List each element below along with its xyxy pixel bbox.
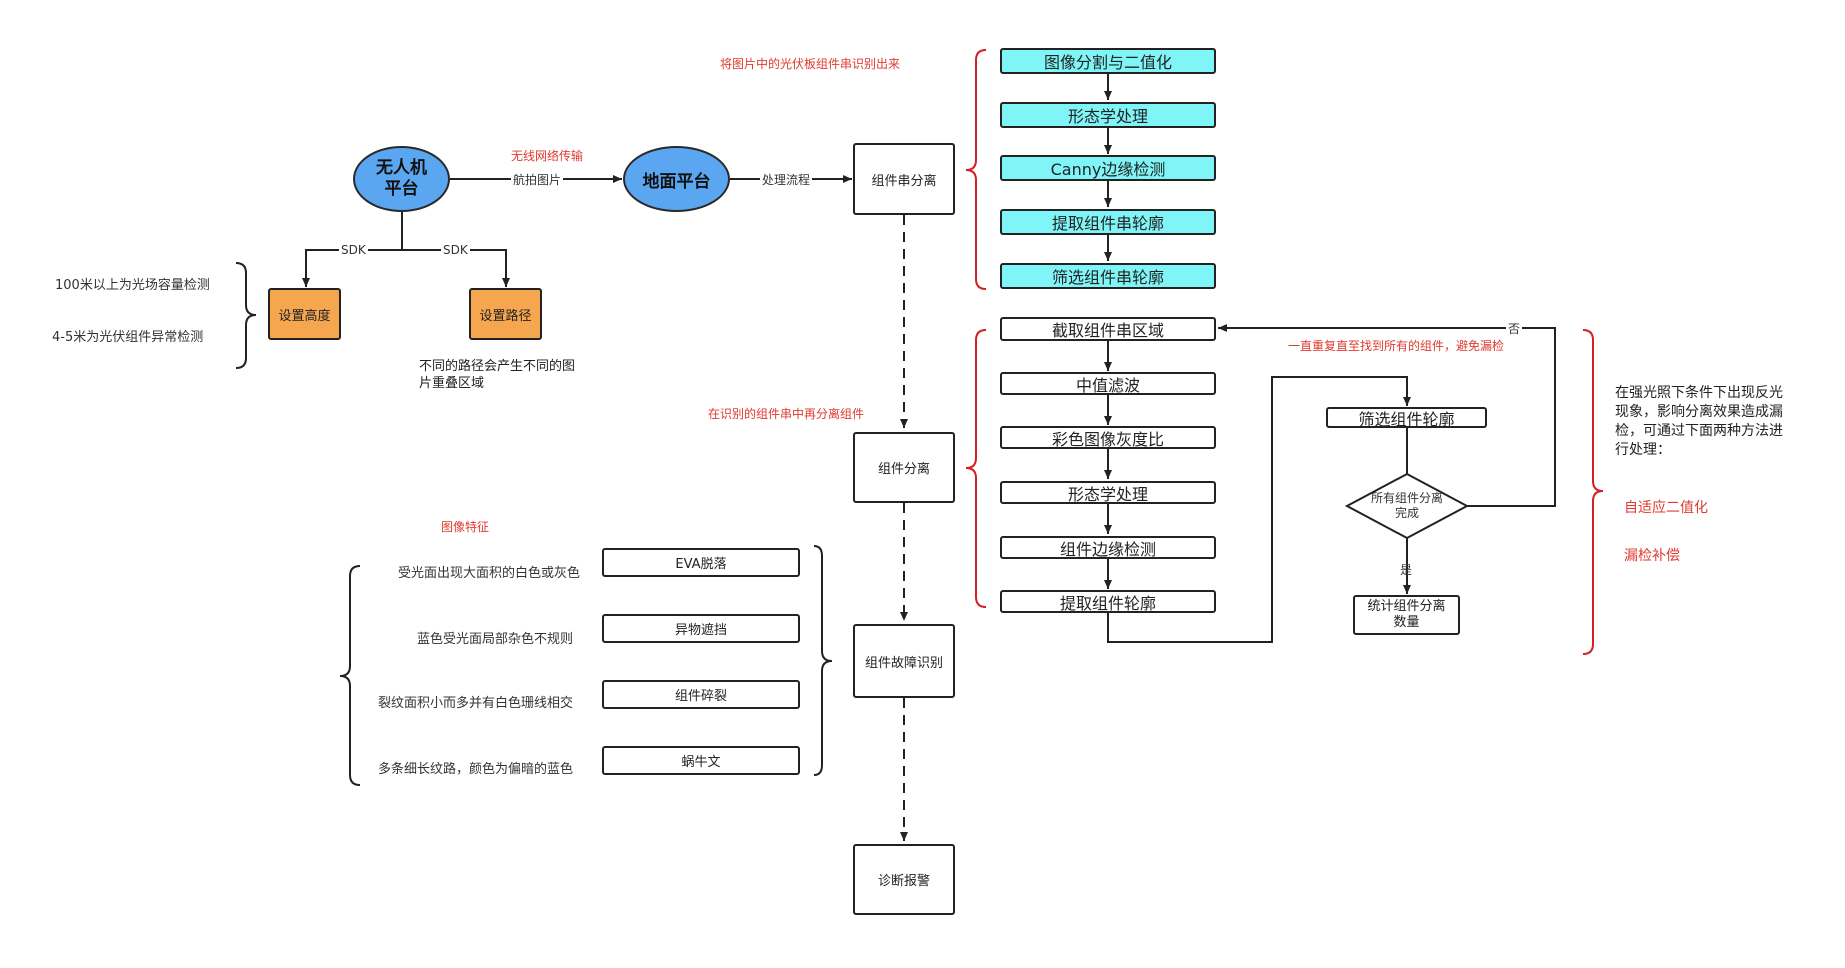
fault-desc-3: 裂纹面积小而多并有白色珊线相交 <box>377 696 573 711</box>
wireless-label: 无线网络传输 <box>511 149 584 163</box>
count-box: 统计组件分离 数量 <box>1353 595 1460 635</box>
fault-name-3: 组件碎裂 <box>602 680 800 709</box>
module-step-5: 组件边缘检测 <box>1000 536 1216 559</box>
adaptive-binarization: 自适应二值化 <box>1624 500 1708 516</box>
ground-platform: 地面平台 <box>623 146 730 212</box>
string-step-5: 筛选组件串轮廓 <box>1000 263 1216 289</box>
brace-faults-right <box>813 545 833 776</box>
module-step-4: 形态学处理 <box>1000 481 1216 504</box>
fault-identification-box: 组件故障识别 <box>853 624 955 698</box>
process-flow-label: 处理流程 <box>760 171 813 188</box>
string-caption: 将图片中的光伏板组件串识别出来 <box>720 57 901 71</box>
module-step-1: 截取组件串区域 <box>1000 317 1216 341</box>
module-step-2: 中值滤波 <box>1000 372 1216 395</box>
fault-desc-4: 多条细长纹路，颜色为偏暗的蓝色 <box>377 762 573 777</box>
fault-desc-1: 受光面出现大面积的白色或灰色 <box>397 566 580 581</box>
edge-sdk-path <box>402 249 510 287</box>
no-label: 否 <box>1506 320 1523 337</box>
module-step-6: 提取组件轮廓 <box>1000 590 1216 613</box>
brace-faults-left <box>339 565 361 786</box>
brace-string-steps <box>965 49 987 290</box>
image-features-title: 图像特征 <box>441 520 490 534</box>
module-separation-box: 组件分离 <box>853 432 955 503</box>
module-step-3: 彩色图像灰度比 <box>1000 426 1216 449</box>
diagnosis-alarm-box: 诊断报警 <box>853 844 955 915</box>
reflection-note: 在强光照下条件下出现反光现象，影响分离效果造成漏检，可通过下面两种方法进行处理： <box>1615 385 1783 458</box>
string-step-4: 提取组件串轮廓 <box>1000 209 1216 235</box>
set-height-box: 设置高度 <box>268 288 341 340</box>
edge-sdk-height <box>302 249 402 287</box>
height-note-45: 4-5米为光伏组件异常检测 <box>52 330 204 345</box>
edge-decision-no <box>1218 324 1556 507</box>
string-separation-box: 组件串分离 <box>853 143 955 215</box>
fault-name-4: 蜗牛文 <box>602 746 800 775</box>
yes-label: 是 <box>1400 563 1413 577</box>
edge-contour-filter <box>1107 376 1411 643</box>
fault-name-2: 异物遮挡 <box>602 614 800 643</box>
sdk-left-label: SDK <box>339 243 368 257</box>
brace-reflection <box>1582 329 1604 655</box>
fault-name-1: EVA脱落 <box>602 548 800 577</box>
string-step-1: 图像分割与二值化 <box>1000 48 1216 74</box>
fault-desc-2: 蓝色受光面局部杂色不规则 <box>416 632 573 647</box>
decision-diamond <box>1344 472 1470 540</box>
module-caption: 在识别的组件串中再分离组件 <box>708 407 865 421</box>
string-step-3: Canny边缘检测 <box>1000 155 1216 181</box>
string-step-2: 形态学处理 <box>1000 102 1216 128</box>
miss-compensation: 漏检补偿 <box>1624 548 1680 564</box>
filter-contour-box: 筛选组件轮廓 <box>1326 407 1487 429</box>
height-note-100: 100米以上为光场容量检测 <box>55 278 210 293</box>
brace-height <box>235 262 257 369</box>
brace-module-steps <box>965 329 987 608</box>
path-note: 不同的路径会产生不同的图片重叠区域 <box>419 359 576 391</box>
aerial-label: 航拍图片 <box>511 171 564 188</box>
set-path-box: 设置路径 <box>469 288 542 340</box>
sdk-right-label: SDK <box>441 243 470 257</box>
repeat-note: 一直重复直至找到所有的组件，避免漏检 <box>1288 339 1505 353</box>
uav-platform: 无人机 平台 <box>353 146 450 212</box>
decision-label: 所有组件分离 完成 <box>1370 491 1443 520</box>
